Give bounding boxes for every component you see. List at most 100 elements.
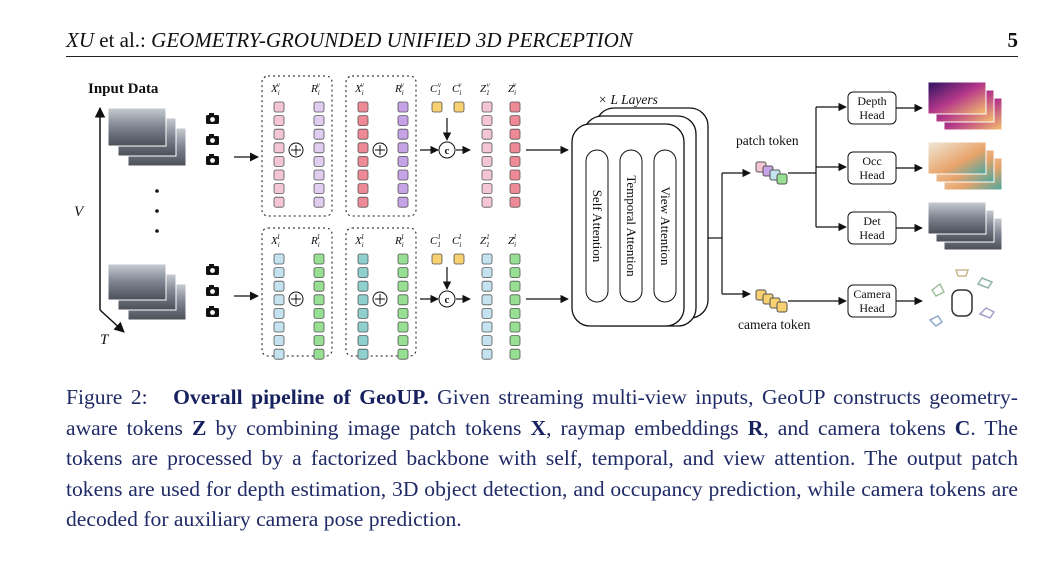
patch-token-label: patch token — [736, 133, 799, 148]
token-x-bottom-2 — [357, 307, 369, 319]
concat-symbol-top: c — [438, 141, 456, 159]
token-r-bottom — [313, 348, 325, 360]
token-label: Xiv — [354, 81, 365, 97]
token-r-bottom — [313, 321, 325, 333]
token-r-top-2 — [397, 128, 409, 140]
token-r-top — [313, 142, 325, 154]
backbone: Self Attention Temporal Attention View A… — [571, 107, 709, 327]
token-z-bottom-2 — [509, 253, 521, 265]
token-z-top-2 — [509, 169, 521, 181]
caption-bold-title: Overall pipeline of GeoUP. — [173, 385, 429, 409]
token-x-top-2 — [357, 142, 369, 154]
token-z-top — [481, 169, 493, 181]
token-x-bottom-2 — [357, 294, 369, 306]
token-label: Riv — [310, 81, 321, 97]
token-label: Civ — [452, 81, 462, 97]
token-z-top-2 — [509, 142, 521, 154]
token-x-top — [273, 196, 285, 208]
token-z-top — [481, 196, 493, 208]
token-c-top — [431, 101, 443, 113]
token-label: Ri1 — [310, 233, 320, 249]
head-label: Head — [859, 108, 884, 122]
token-r-bottom-2 — [397, 335, 409, 347]
caption-text-2: by combining image patch tokens — [206, 415, 531, 440]
token-r-top — [313, 115, 325, 126]
caption-x: X — [530, 415, 547, 440]
token-z-bottom-2 — [509, 335, 521, 347]
token-z-top-2 — [509, 196, 521, 208]
token-r-top-2 — [397, 115, 409, 126]
token-z-bottom — [481, 267, 493, 279]
head-label: Head — [859, 301, 884, 315]
ellipsis-dots — [155, 189, 159, 233]
running-head: XU et al.: GEOMETRY-GROUNDED UNIFIED 3D … — [66, 28, 1018, 57]
occ-output — [927, 141, 1003, 191]
token-z-bottom — [481, 253, 493, 265]
header-author: XU — [66, 28, 94, 52]
token-x-top — [273, 183, 285, 194]
token-z-bottom — [481, 280, 493, 292]
caption-text-1: Given streaming multi-view inputs, GeoUP… — [66, 385, 1018, 440]
token-z-bottom — [481, 335, 493, 347]
figure-caption: Figure 2: Overall pipeline of GeoUP. Giv… — [66, 382, 1018, 535]
head-label: Det — [863, 214, 881, 228]
image-stack-top — [107, 107, 187, 167]
token-r-top — [313, 196, 325, 208]
head-label: Head — [859, 168, 884, 182]
token-r-bottom — [313, 253, 325, 265]
token-z-top — [481, 115, 493, 126]
token-x-bottom — [273, 280, 285, 292]
token-x-bottom — [273, 267, 285, 279]
token-r-bottom-2 — [397, 267, 409, 279]
token-z-bottom — [481, 348, 493, 360]
camera-pose-output — [928, 269, 996, 327]
token-r-top-2 — [397, 169, 409, 181]
head-label: Depth — [857, 94, 886, 108]
temporal-attention: Temporal Attention — [624, 175, 639, 277]
camera-token-label: camera token — [738, 317, 811, 332]
token-x-bottom-2 — [357, 253, 369, 265]
token-z-bottom — [481, 294, 493, 306]
header-etal: et al.: — [94, 28, 152, 52]
patch-token-icon — [755, 161, 788, 185]
token-label: Xi1 — [354, 233, 364, 249]
caption-text-3: , raymap embeddings — [546, 415, 748, 440]
token-x-top — [273, 101, 285, 113]
plus-symbols — [288, 142, 388, 307]
token-z-bottom — [481, 307, 493, 319]
token-r-bottom-2 — [397, 348, 409, 360]
svg-text:c: c — [445, 145, 450, 157]
token-r-top — [313, 169, 325, 181]
token-x-top — [273, 115, 285, 126]
group-box-2-bottom — [345, 227, 417, 357]
t-axis — [99, 309, 125, 333]
token-x-top — [273, 142, 285, 154]
token-z-bottom-2 — [509, 267, 521, 279]
camera-token-icon — [755, 289, 788, 313]
token-columns — [273, 101, 521, 360]
self-attention: Self Attention — [590, 190, 605, 263]
token-r-bottom-2 — [397, 294, 409, 306]
token-r-bottom — [313, 307, 325, 319]
token-r-bottom — [313, 294, 325, 306]
token-z-bottom-2 — [509, 280, 521, 292]
token-label: Xi1 — [270, 233, 280, 249]
token-z-bottom-2 — [509, 321, 521, 333]
det-output — [927, 201, 1003, 251]
group-box-1-top — [261, 75, 333, 217]
caption-r: R — [747, 415, 764, 440]
token-z-top — [481, 142, 493, 154]
token-x-top — [273, 169, 285, 181]
token-r-top-2 — [397, 101, 409, 113]
token-z-top — [481, 183, 493, 194]
image-stack-bottom — [107, 263, 187, 321]
running-title: XU et al.: GEOMETRY-GROUNDED UNIFIED 3D … — [66, 28, 633, 53]
input-label: Input Data — [88, 81, 159, 97]
token-r-top — [313, 183, 325, 194]
camera-icons — [206, 113, 219, 317]
token-r-bottom — [313, 267, 325, 279]
token-x-bottom — [273, 294, 285, 306]
token-r-bottom-2 — [397, 321, 409, 333]
